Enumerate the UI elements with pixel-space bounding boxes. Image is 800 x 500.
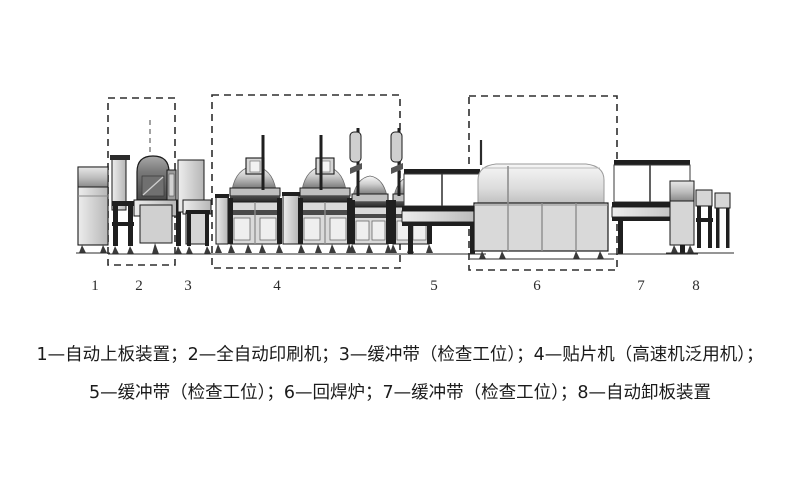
number-callout-3: 3: [184, 278, 192, 294]
number-callout-5: 5: [430, 278, 438, 294]
number-callout-7: 7: [637, 278, 645, 294]
number-callout-6: 6: [533, 278, 541, 294]
figure-caption: 1—自动上板装置；2—全自动印刷机；3—缓冲带（检查工位）；4—贴片机（高速机泛…: [0, 336, 800, 412]
caption-line-1: 1—自动上板装置；2—全自动印刷机；3—缓冲带（检查工位）；4—贴片机（高速机泛…: [36, 345, 764, 365]
chip-mounter-unit-b: [298, 135, 353, 253]
machine-5-buffer-conveyor: [398, 169, 486, 255]
number-callout-8: 8: [692, 278, 700, 294]
machine-4-chip-mounters: [214, 128, 434, 255]
number-callout-4: 4: [273, 278, 281, 294]
chip-mounter-unit-a: [228, 135, 283, 253]
machine-2-screen-printer: [108, 120, 186, 255]
machine-3-buffer-conveyor: [177, 159, 214, 255]
machine-6-reflow-oven: [470, 140, 614, 260]
machine-8-auto-unloader: [666, 180, 734, 254]
caption-line-2: 5—缓冲带（检查工位）；6—回焊炉；7—缓冲带（检查工位）；8—自动卸板装置: [88, 383, 712, 403]
machine-1-auto-loader: [76, 166, 110, 254]
number-callout-2: 2: [135, 278, 143, 294]
production-line-diagram: [76, 94, 734, 271]
number-callout-1: 1: [91, 278, 99, 294]
number-callouts: 1 2 3 4 5 6 7 8: [0, 279, 800, 303]
chip-mounter-unit-c: [349, 128, 392, 253]
